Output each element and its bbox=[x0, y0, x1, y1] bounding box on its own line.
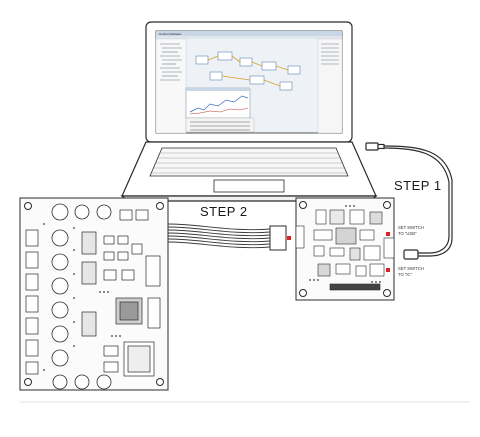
keyboard-keys bbox=[152, 152, 346, 174]
software-window: Control Software bbox=[155, 31, 343, 134]
usb-switch-marker bbox=[386, 232, 390, 236]
main-board-round-parts bbox=[51, 203, 112, 390]
ribbon-cable bbox=[155, 221, 287, 251]
step2-label: STEP 2 bbox=[200, 204, 248, 219]
switch-usb-note: SET SWITCH TO "USB" bbox=[398, 225, 424, 236]
interface-board-dots bbox=[309, 205, 381, 283]
switch-ic-note: SET SWITCH TO "IC" bbox=[398, 266, 424, 277]
usb-plug-laptop bbox=[365, 142, 379, 151]
step1-label: STEP 1 bbox=[394, 178, 442, 193]
interface-ribbon-marker bbox=[287, 236, 291, 240]
usb-cable bbox=[365, 142, 453, 260]
usb-plug-interface bbox=[403, 249, 419, 260]
switch-ic-line2: TO "IC" bbox=[398, 272, 413, 277]
screen-menu-title: Control Software bbox=[159, 32, 182, 36]
main-board-components bbox=[81, 209, 161, 377]
switch-usb-line2: TO "USB" bbox=[398, 231, 417, 236]
interface-board-components bbox=[295, 209, 395, 291]
main-board-terminals bbox=[25, 229, 39, 375]
switch-ic-line1: SET SWITCH bbox=[398, 266, 424, 271]
ic-switch-marker bbox=[386, 268, 390, 272]
switch-usb-line1: SET SWITCH bbox=[398, 225, 424, 230]
ribbon-connector-right bbox=[269, 225, 287, 251]
main-board-vias bbox=[43, 223, 121, 371]
laptop-touchpad bbox=[213, 179, 285, 193]
